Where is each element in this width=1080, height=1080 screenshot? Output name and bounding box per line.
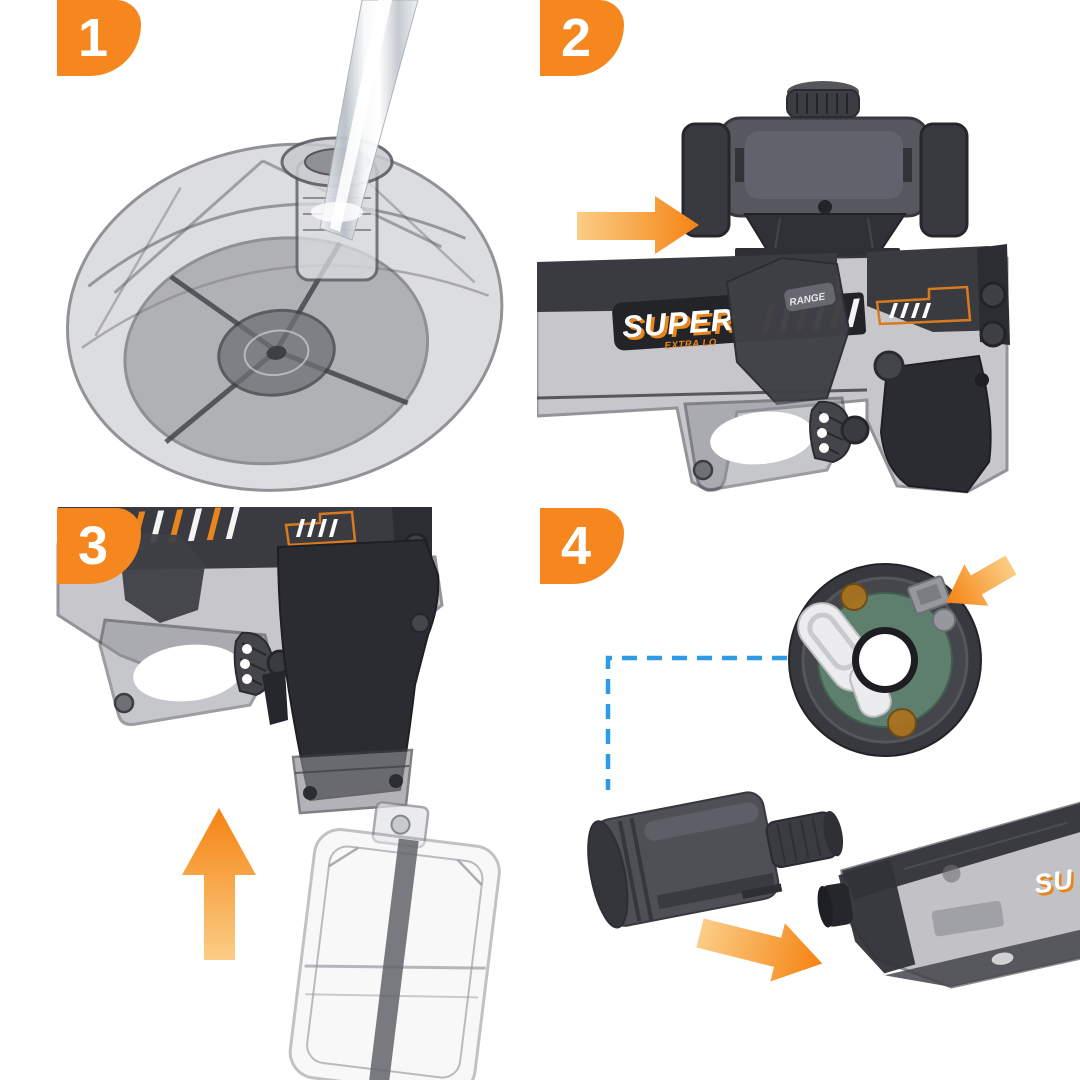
step-number: 2 xyxy=(560,8,592,68)
scope xyxy=(681,81,969,258)
water-drum xyxy=(65,142,504,492)
step-2-panel: SUPER SUPER EXTRA LO xyxy=(537,0,1080,505)
water-gun-body: SUPER SUPER EXTRA LO xyxy=(537,244,1010,494)
magazine-tank xyxy=(288,801,501,1080)
brand-text: SUPER xyxy=(621,302,735,345)
trigger-assembly xyxy=(683,396,870,491)
arrow-down-left-icon xyxy=(946,555,1017,606)
battery-contact xyxy=(840,583,868,611)
brand-plate: SUPER SUPER EXTRA LO xyxy=(612,293,760,352)
step-badge-1: 1 xyxy=(57,0,141,76)
insert-magazine-illustration xyxy=(56,506,501,1080)
attach-scope-illustration: SUPER SUPER EXTRA LO xyxy=(537,81,1010,494)
step-4-panel: SU SU xyxy=(537,505,1080,1080)
gun-grip-section xyxy=(56,506,444,815)
step-1-panel xyxy=(0,0,540,505)
charging-handle: RANGE xyxy=(725,256,851,406)
fill-drum-illustration xyxy=(65,0,504,492)
battery-contact xyxy=(887,708,917,738)
pump-end-cap-pcb xyxy=(788,563,982,757)
dashed-connector-line xyxy=(605,655,787,790)
gun-front-section: SU SU xyxy=(817,800,1080,989)
step-3-panel xyxy=(0,505,520,1080)
step-number: 1 xyxy=(77,8,109,68)
arrow-right-icon xyxy=(577,196,699,254)
battery-tube xyxy=(587,791,844,929)
brand-text-shadow: SUPER xyxy=(624,305,738,348)
arrow-right-icon-2 xyxy=(696,918,823,982)
step-number: 4 xyxy=(560,516,592,576)
brand-text-cropped-shadow: SU xyxy=(1034,866,1078,902)
tagline-text: EXTRA LO xyxy=(664,337,717,352)
chip xyxy=(907,575,951,615)
water-stream xyxy=(311,0,419,241)
step-number: 3 xyxy=(77,516,109,576)
step-badge-4: 4 xyxy=(540,508,624,584)
arrow-up-icon xyxy=(182,808,256,960)
install-battery-illustration: SU SU xyxy=(587,555,1080,989)
brand-text-cropped: SU xyxy=(1032,864,1076,900)
rear-plate xyxy=(867,244,1010,348)
